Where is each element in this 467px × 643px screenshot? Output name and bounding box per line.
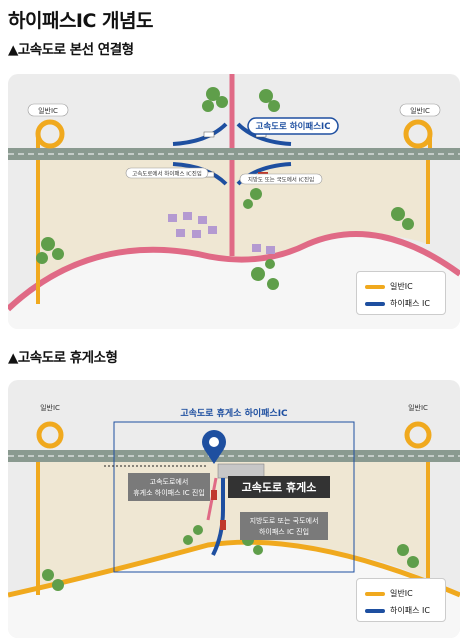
hipass-ic-callout-text: 고속도로 하이패스IC [256,121,331,132]
note-left-box [125,167,209,179]
legend-hipass-ic: 하이패스 IC [365,605,430,616]
general-ic-left-loop [35,119,65,149]
note-right-text-2: 하이패스 IC 진입 [259,527,309,536]
general-ic-left-tag [27,103,69,117]
lower-land [8,542,460,638]
general-ic-right-label: 일반IC [408,403,428,412]
general-ic-right-tag [399,103,441,117]
section-heading-mainline: ▲고속도로 본선 연결형 [8,42,134,58]
general-ic-left-label: 일반IC [40,403,60,412]
general-ic-left-label: 일반IC [38,106,58,115]
box-title: 고속도로 휴게소 하이패스IC [180,407,288,419]
rest-area-label-box [228,476,330,498]
car-icon [211,490,217,500]
general-ic-right-loop [403,119,433,149]
car-icon [203,131,215,138]
local-road-curve [8,539,460,598]
hipass-ramp-nw [172,122,228,146]
tree-cluster-icon [36,87,414,290]
note-right-text: 지방도 또는 국도에서 IC진입 [248,176,314,184]
hipass-ramp-ne [236,122,292,146]
note-right-box [239,173,323,185]
diagram-mainline-connection: 고속도로 하이패스IC 고속도로에서 하이패스 IC진입 지방도 또는 국도에서… [8,74,460,329]
section-heading-rest-area: ▲고속도로 휴게소형 [8,350,118,366]
village-cluster-icon [168,212,275,254]
car-icon [220,520,226,530]
legend-hipass-ic: 하이패스 IC [365,298,430,309]
rest-area-building [217,463,265,479]
hipass-route [211,478,225,556]
note-right-box [240,512,328,540]
diagram-mainline-graphic: 고속도로 하이패스IC 고속도로에서 하이패스 IC진입 지방도 또는 국도에서… [8,74,460,329]
note-right-text-1: 지방도로 또는 국도에서 [250,516,319,525]
note-left-text: 고속도로에서 하이패스 IC진입 [132,170,202,178]
note-left-text-2: 휴게소 하이패스 IC 진입 [133,488,205,497]
local-road-curve [8,231,460,312]
legend-general-ic: 일반IC [365,281,413,292]
rest-area-focus-box [113,421,355,573]
general-ic-right-label: 일반IC [410,106,430,115]
note-left-text-1: 고속도로에서 [150,477,189,486]
rest-area-label: 고속도로 휴게소 [242,480,317,494]
diagram-rest-area-graphic: 고속도로 휴게소 하이패스IC 고속도로 휴게소 고속도로에서 휴게소 하이패스… [8,403,460,638]
legend-rest-area: 일반IC 하이패스 IC [356,578,446,622]
legend-general-ic: 일반IC [365,588,413,599]
legend-mainline: 일반IC 하이패스 IC [356,271,446,315]
general-ic-left-loop [36,421,64,449]
note-left-box [128,473,210,501]
hipass-ic-callout [247,117,339,135]
page-title: 하이패스IC 개념도 [8,10,154,32]
lower-land [8,234,460,329]
tree-cluster-icon [42,525,419,591]
general-ic-right-loop [404,421,432,449]
diagram-rest-area: 고속도로 휴게소 하이패스IC 고속도로 휴게소 고속도로에서 휴게소 하이패스… [8,380,460,638]
